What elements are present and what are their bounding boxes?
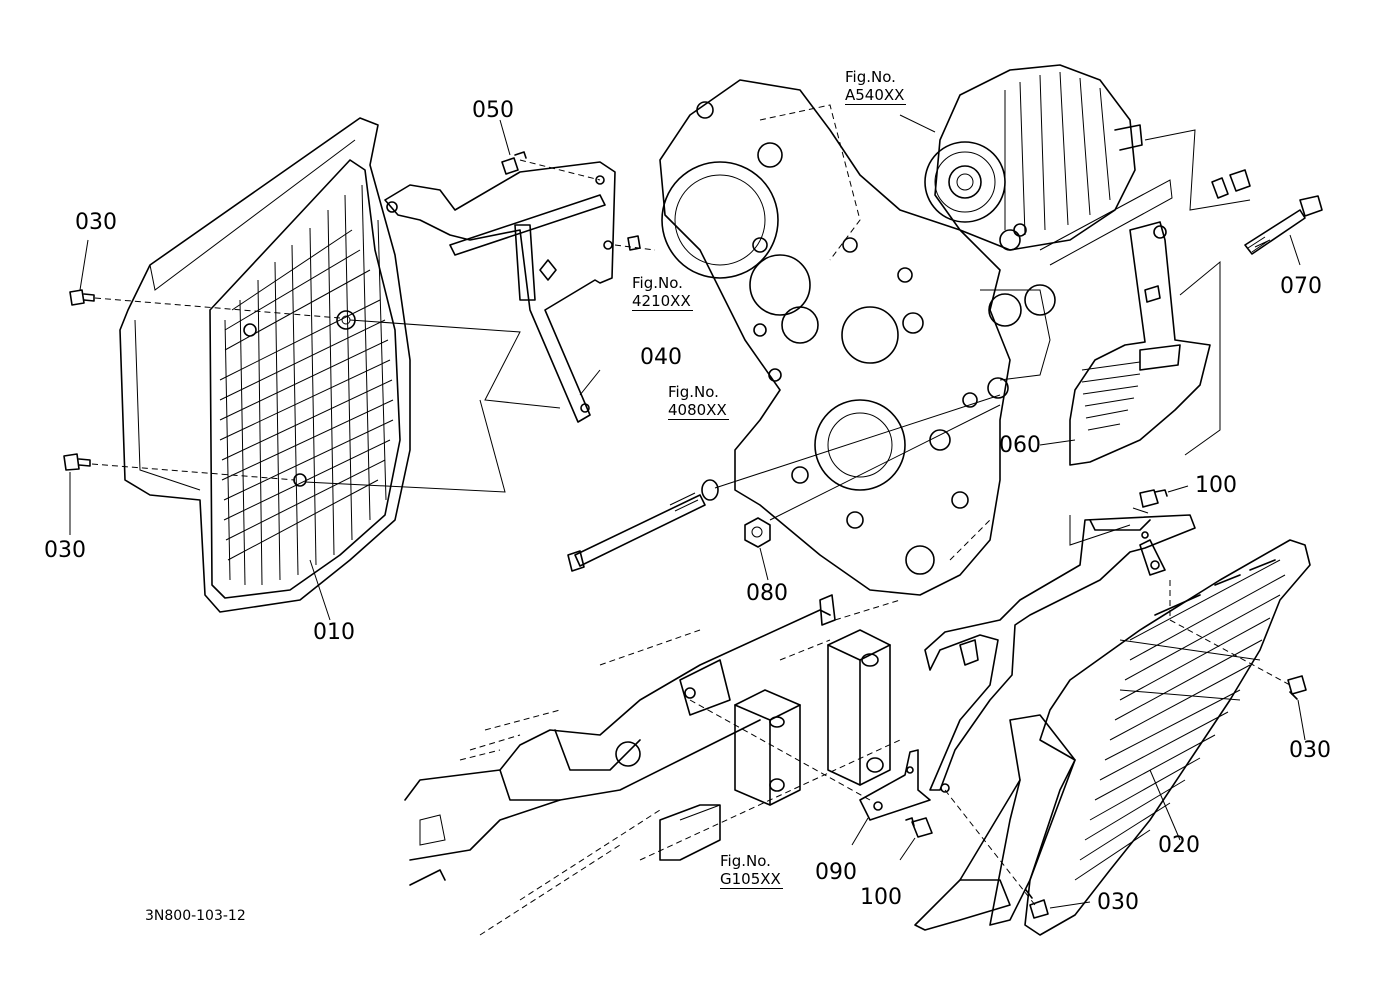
bolt-100-bottom xyxy=(905,817,933,838)
part-label-100-top: 100 xyxy=(1195,473,1237,498)
bracket-040 xyxy=(384,161,641,423)
part-label-040: 040 xyxy=(640,345,682,370)
nut-washer-right xyxy=(1211,169,1251,199)
fig-ref-a540-number: A540XX xyxy=(845,86,907,105)
fig-ref-4080-prefix: Fig.No. xyxy=(668,383,719,401)
part-label-030-right: 030 xyxy=(1289,738,1331,763)
block-left xyxy=(734,689,801,806)
bolt-030-bottom-left xyxy=(63,453,91,471)
bolt-030-top-left xyxy=(69,289,95,306)
drawing-code: 3N800-103-12 xyxy=(145,908,246,924)
fig-ref-g105-prefix: Fig.No. xyxy=(720,852,771,870)
fig-ref-4080-number: 4080XX xyxy=(668,401,729,420)
part-label-080: 080 xyxy=(746,581,788,606)
block-bottom xyxy=(639,739,901,861)
bolt-100-top xyxy=(1139,489,1168,508)
part-label-030-top-left: 030 xyxy=(75,210,117,235)
long-bolt-center xyxy=(567,479,719,572)
part-label-010: 010 xyxy=(313,620,355,645)
part-label-050: 050 xyxy=(472,98,514,123)
block-right xyxy=(827,629,891,786)
bolt-030-bottom xyxy=(1025,889,1049,919)
bolt-050 xyxy=(501,151,527,175)
frame-rails xyxy=(404,609,831,936)
part-label-030-bottom: 030 xyxy=(1097,890,1139,915)
fig-ref-4210-prefix: Fig.No. xyxy=(632,274,683,292)
part-label-100-bottom: 100 xyxy=(860,885,902,910)
alternator xyxy=(924,64,1143,251)
part-label-020: 020 xyxy=(1158,833,1200,858)
cover-060 xyxy=(1069,221,1211,466)
engine-block xyxy=(659,79,1056,596)
part-label-090: 090 xyxy=(815,860,857,885)
part-label-070: 070 xyxy=(1280,274,1322,299)
small-bracket-top xyxy=(819,594,836,626)
grille-panel-010 xyxy=(119,117,411,613)
fig-ref-g105-number: G105XX xyxy=(720,870,783,889)
fig-ref-4210-number: 4210XX xyxy=(632,292,693,311)
fig-ref-4210: Fig.No. 4210XX xyxy=(632,274,693,311)
fig-ref-a540: Fig.No. A540XX xyxy=(845,68,907,105)
bolt-030-right xyxy=(1287,675,1307,700)
bracket-090 xyxy=(859,749,931,821)
grille-panel-020 xyxy=(914,539,1311,936)
grille-slats-left xyxy=(224,184,387,586)
fig-ref-g105: Fig.No. G105XX xyxy=(720,852,783,889)
part-label-060: 060 xyxy=(999,433,1041,458)
part-label-030-bottom-left: 030 xyxy=(44,538,86,563)
fig-ref-a540-prefix: Fig.No. xyxy=(845,68,896,86)
grille-hatch-left xyxy=(219,229,394,561)
nut-080 xyxy=(744,517,771,548)
bolt-070 xyxy=(1244,195,1323,255)
stay-arm xyxy=(924,514,1196,793)
fig-ref-4080: Fig.No. 4080XX xyxy=(668,383,729,420)
